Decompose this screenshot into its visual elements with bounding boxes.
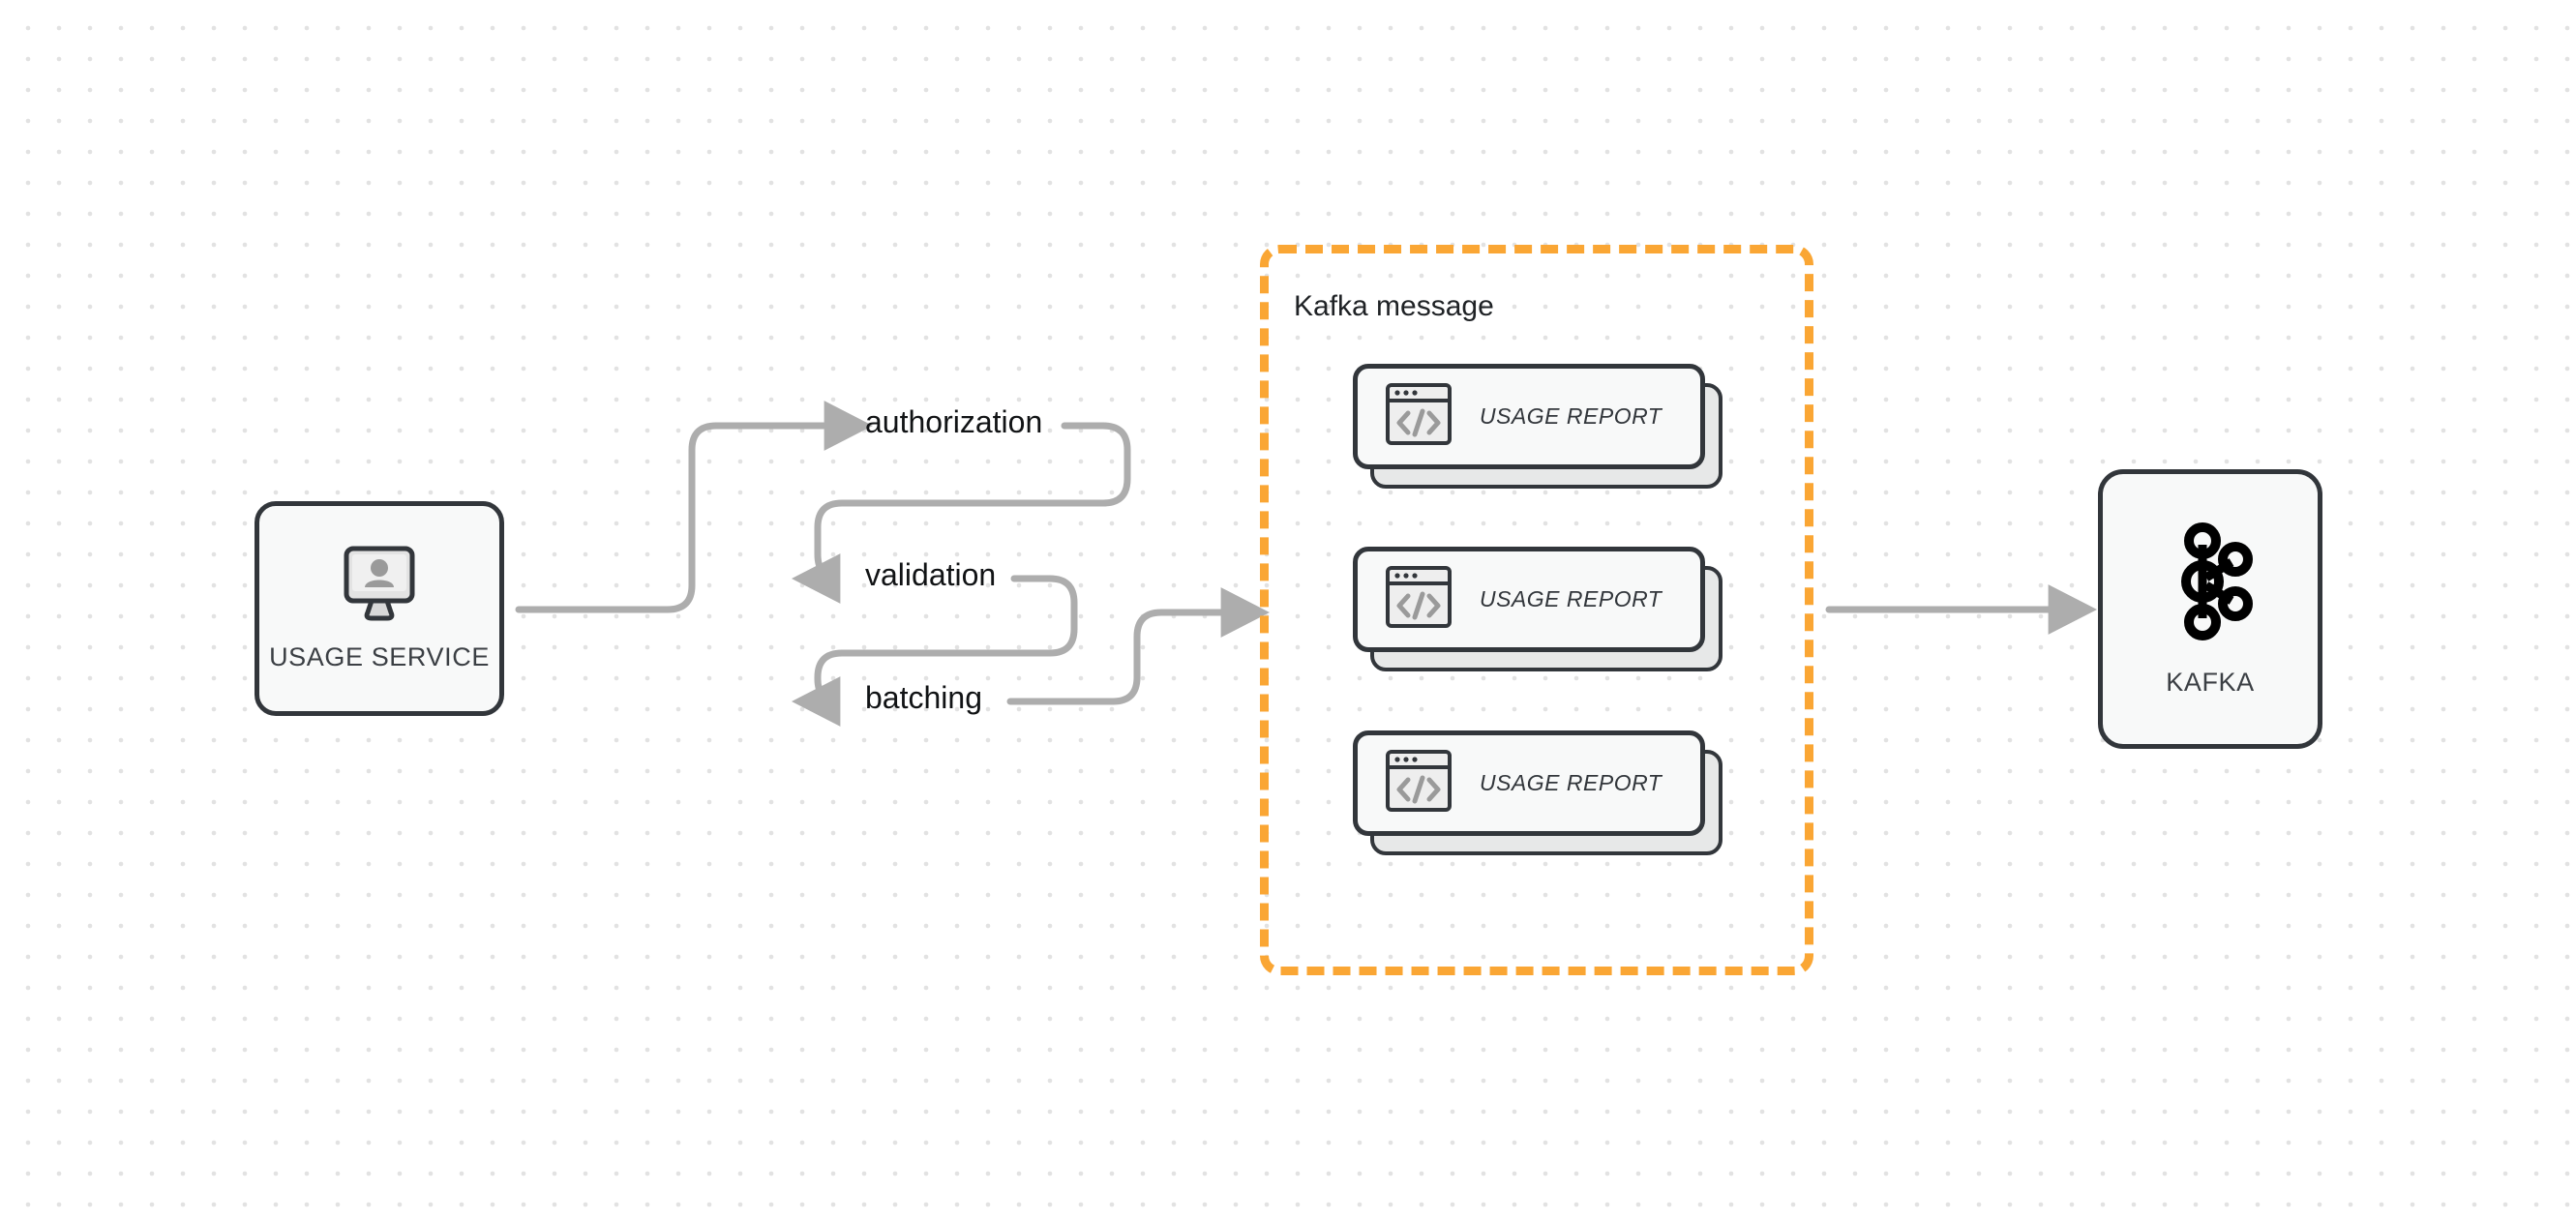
usage-report-label: USAGE REPORT <box>1480 403 1662 429</box>
pipeline-step-validation[interactable]: validation <box>865 557 997 592</box>
usage-report-label: USAGE REPORT <box>1480 770 1662 795</box>
connector-batching-to-kafka-message <box>1006 587 1270 705</box>
kafka-logo-icon <box>2162 521 2259 646</box>
code-window-icon <box>1385 565 1453 634</box>
pipeline-step-batching[interactable]: batching <box>865 680 982 715</box>
usage-report-card[interactable]: USAGE REPORT <box>1353 730 1722 855</box>
usage-report-card[interactable]: USAGE REPORT <box>1353 364 1722 489</box>
node-kafka[interactable]: KAFKA <box>2098 469 2322 749</box>
kafka-label: KAFKA <box>2166 667 2255 697</box>
card-front[interactable]: USAGE REPORT <box>1353 730 1705 836</box>
monitor-user-icon <box>339 545 420 627</box>
kafka-message-title: Kafka message <box>1294 290 1494 322</box>
usage-service-label: USAGE SERVICE <box>269 642 490 671</box>
connector-authorization-to-validation <box>792 422 1131 604</box>
kafka-message-group[interactable] <box>1260 245 1813 975</box>
card-front[interactable]: USAGE REPORT <box>1353 364 1705 469</box>
pipeline-step-authorization[interactable]: authorization <box>865 404 1043 439</box>
code-window-icon <box>1385 382 1453 451</box>
code-window-icon <box>1385 749 1453 818</box>
connector-usage-to-authorization <box>515 401 873 613</box>
card-front[interactable]: USAGE REPORT <box>1353 547 1705 652</box>
usage-report-label: USAGE REPORT <box>1480 586 1662 611</box>
node-usage-service[interactable]: USAGE SERVICE <box>255 501 504 716</box>
usage-report-card[interactable]: USAGE REPORT <box>1353 547 1722 671</box>
